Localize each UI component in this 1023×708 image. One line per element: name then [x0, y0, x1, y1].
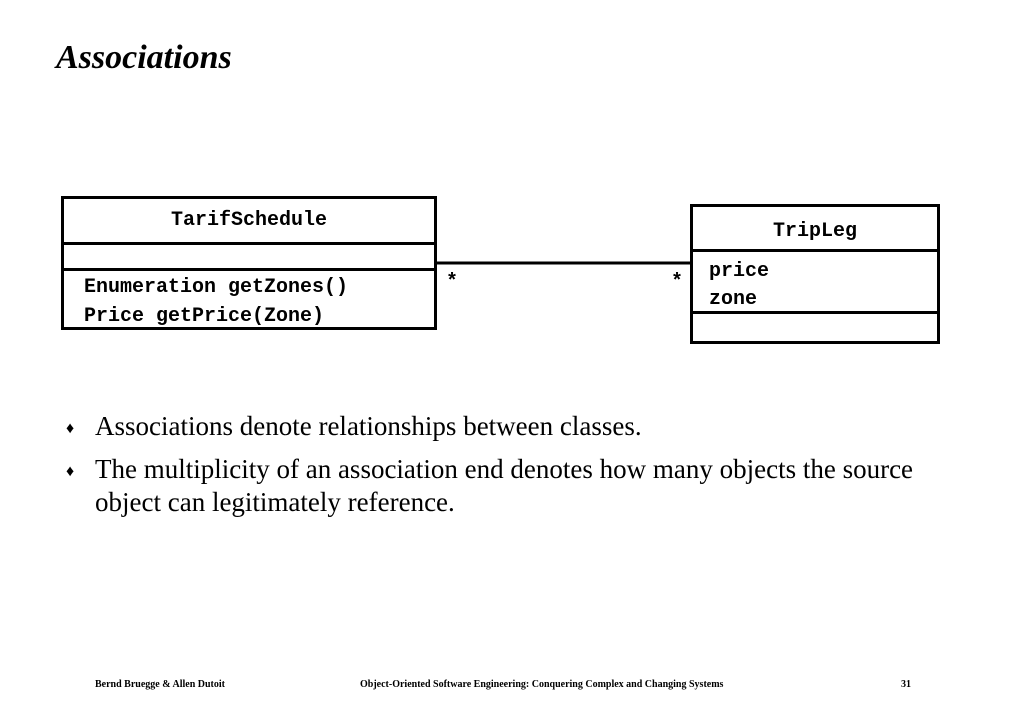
- class-name-compartment: TarifSchedule: [64, 199, 434, 245]
- attribute-compartment: price zone: [693, 252, 937, 314]
- class-name: TripLeg: [772, 219, 857, 243]
- operation-item: Enumeration getZones(): [84, 276, 349, 299]
- bullet-text: The multiplicity of an association end d…: [95, 454, 914, 517]
- attribute-compartment: [64, 245, 434, 271]
- footer-authors: Bernd Bruegge & Allen Dutoit: [95, 679, 225, 690]
- footer-page-number: 31: [901, 679, 911, 690]
- multiplicity-tripleg-end: *: [671, 271, 684, 294]
- footer-book-title: Object-Oriented Software Engineering: Co…: [360, 679, 724, 690]
- bullet-text: Associations denote relationships betwee…: [95, 411, 642, 441]
- multiplicity-tarifschedule-end: *: [446, 271, 459, 294]
- attribute-item: zone: [709, 288, 758, 311]
- diamond-bullet-icon: ♦: [66, 420, 75, 437]
- bullet-item: ♦ The multiplicity of an association end…: [66, 453, 976, 519]
- bullet-item: ♦ Associations denote relationships betw…: [66, 410, 976, 443]
- class-box-tripleg: TripLeg price zone: [690, 204, 940, 344]
- attribute-item: price: [709, 260, 770, 283]
- class-box-tarifschedule: TarifSchedule Enumeration getZones() Pri…: [61, 196, 437, 330]
- operation-compartment: Enumeration getZones() Price getPrice(Zo…: [64, 271, 434, 331]
- diamond-bullet-icon: ♦: [66, 463, 75, 480]
- operation-item: Price getPrice(Zone): [84, 305, 325, 328]
- bullet-list: ♦ Associations denote relationships betw…: [66, 410, 976, 529]
- slide-title: Associations: [56, 39, 232, 76]
- class-name-compartment: TripLeg: [693, 207, 937, 252]
- class-name: TarifSchedule: [170, 209, 328, 232]
